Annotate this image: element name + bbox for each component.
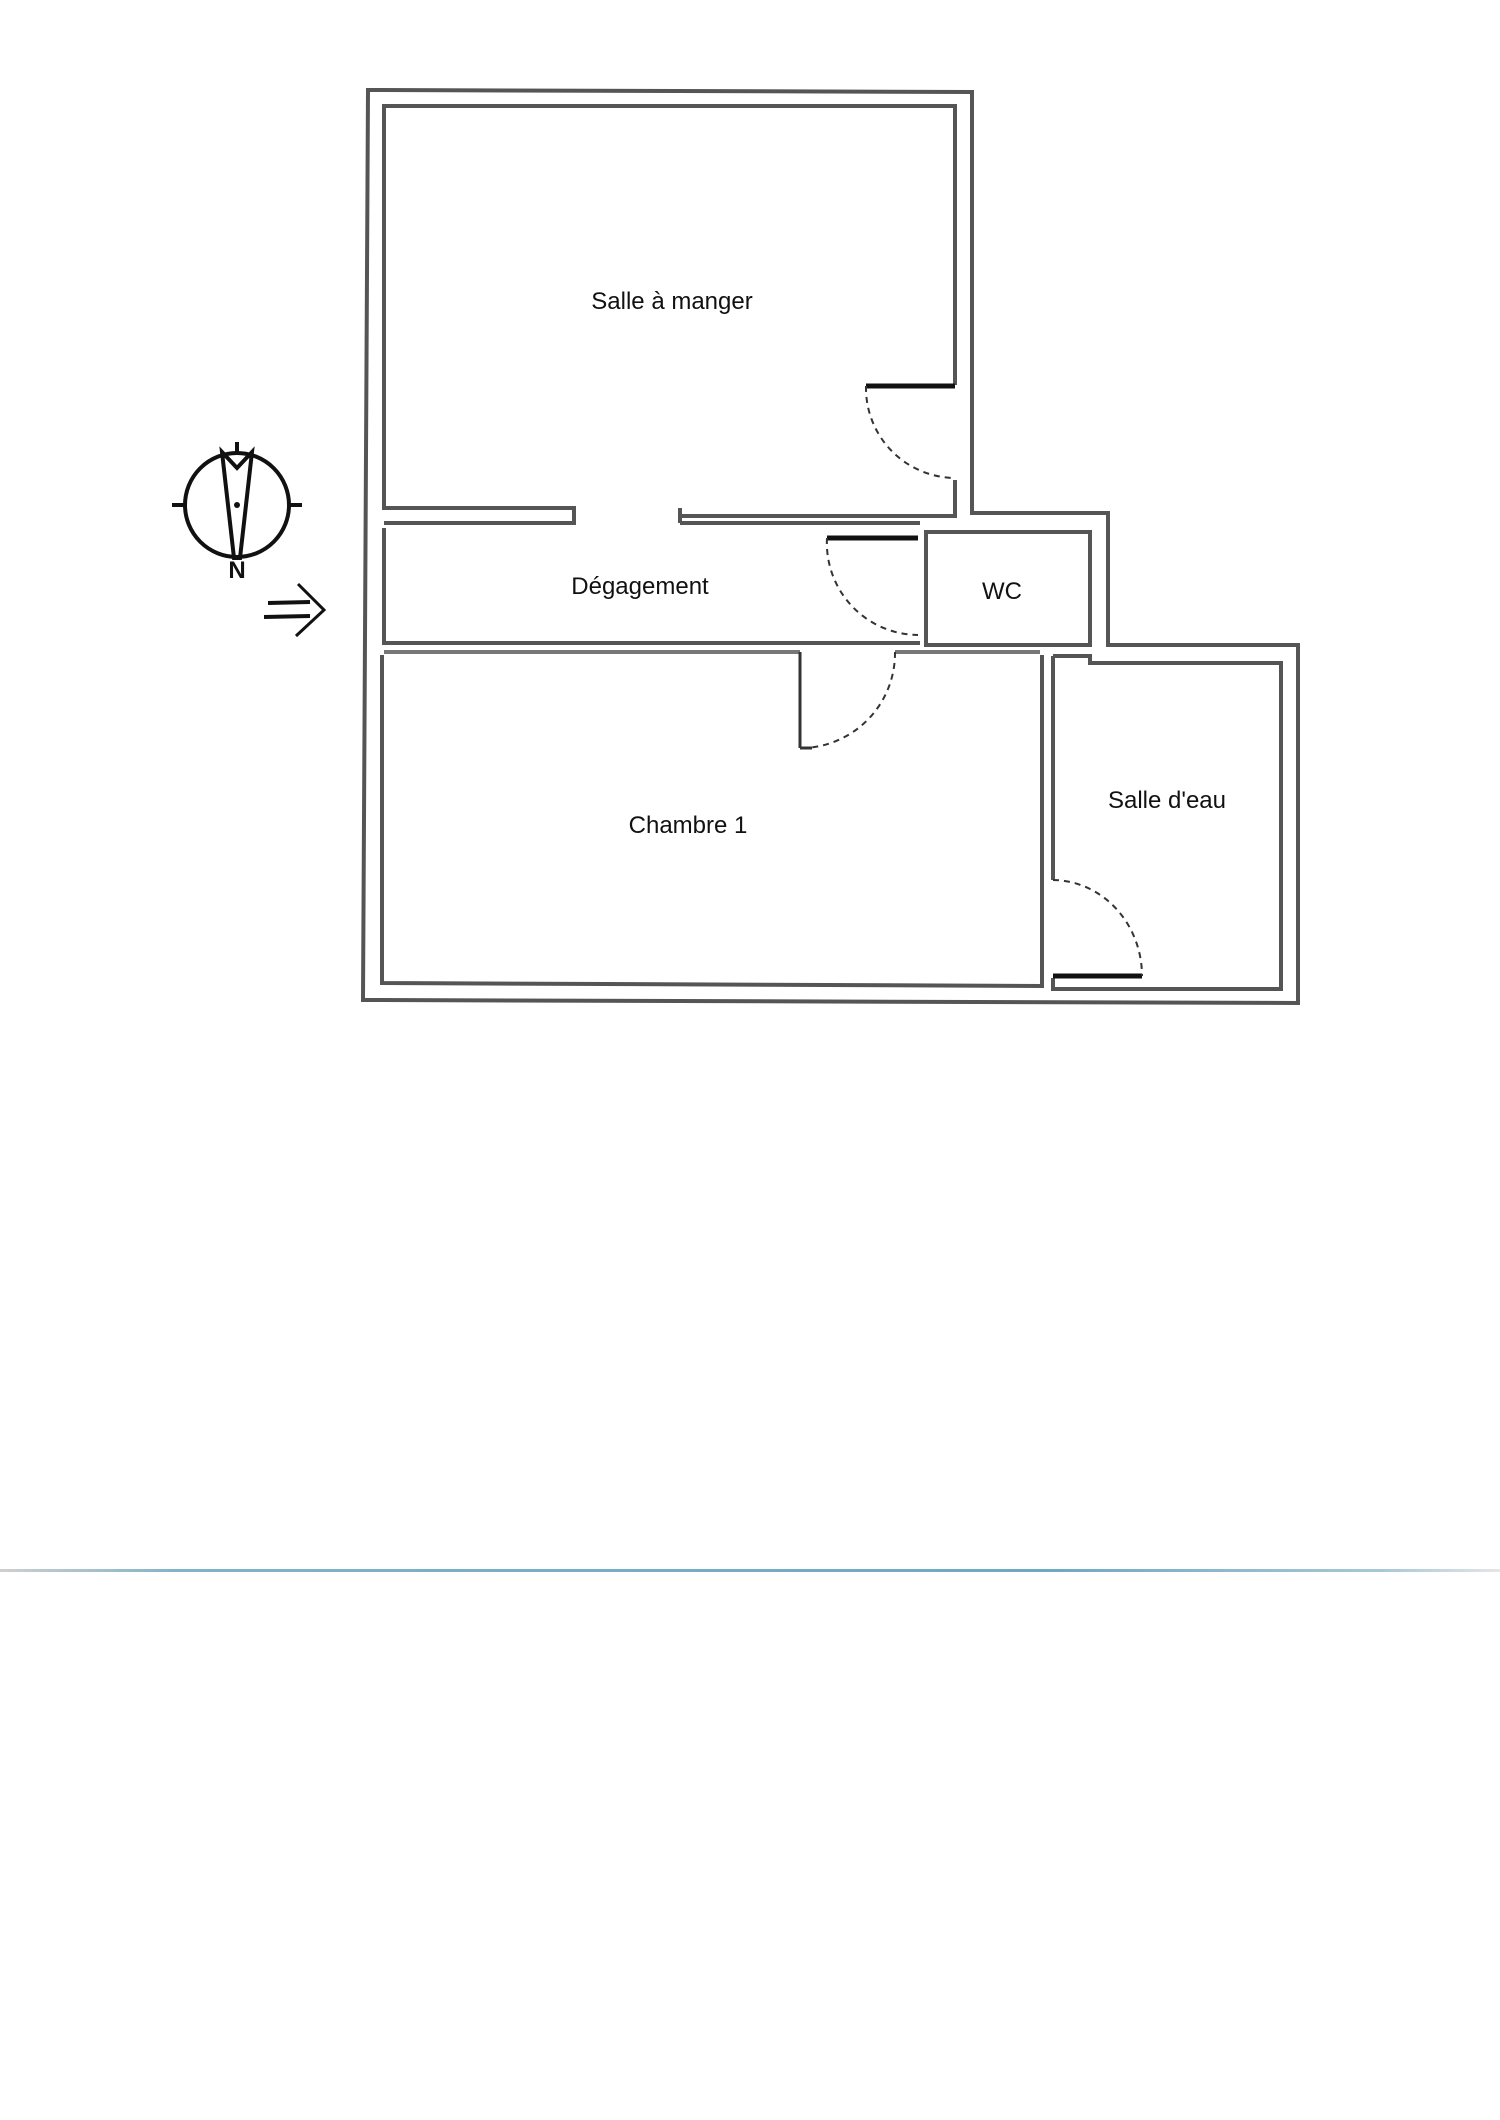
door-salle-d-eau bbox=[1052, 879, 1143, 979]
room-label-degagement: Dégagement bbox=[571, 573, 709, 600]
wall-degagement bbox=[382, 528, 920, 645]
door-wc bbox=[825, 535, 919, 636]
door-salle-a-manger bbox=[864, 383, 956, 479]
wall-chambre-1 bbox=[380, 655, 1044, 989]
room-label-wc: WC bbox=[982, 578, 1022, 605]
room-label-salle-d-eau: Salle d'eau bbox=[1107, 787, 1227, 814]
outer-wall bbox=[360, 87, 1300, 1006]
compass-north-icon: N bbox=[172, 442, 327, 638]
room-label-chambre-1: Chambre 1 bbox=[628, 812, 748, 839]
door-chambre-1 bbox=[798, 651, 897, 750]
wall-salle-a-manger bbox=[382, 104, 957, 525]
compass-north-label: N bbox=[228, 557, 245, 584]
wall-salle-a-manger-right-lower bbox=[678, 480, 957, 518]
scan-divider-line bbox=[0, 1569, 1500, 1572]
wall-wc bbox=[924, 530, 1092, 647]
room-label-salle-a-manger: Salle à manger bbox=[591, 288, 753, 315]
